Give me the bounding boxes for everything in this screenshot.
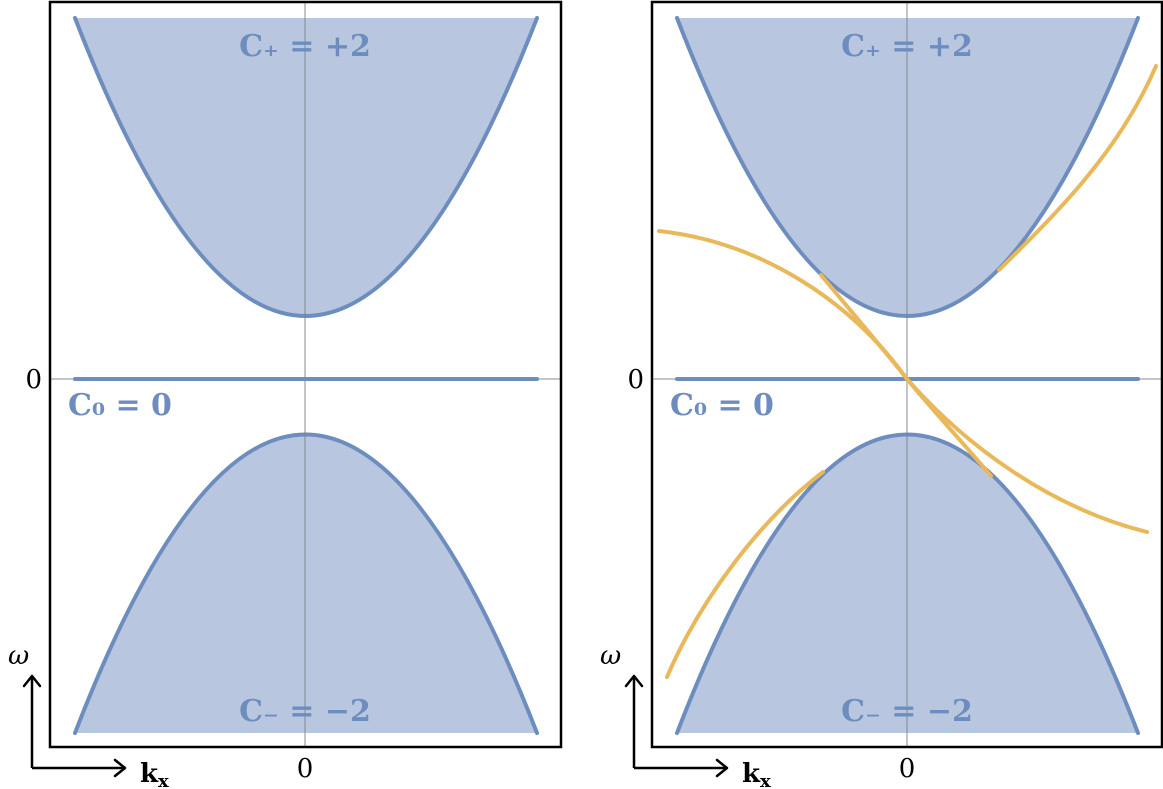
right-lower-band-label: C₋ = −2 — [841, 694, 973, 729]
left-y-tick-label: 0 — [25, 365, 42, 395]
right-panel: C₊ = +2 C₀ = 0 C₋ = −2 0 0 ω kx — [600, 0, 1163, 789]
left-upper-band-label: C₊ = +2 — [239, 29, 371, 64]
left-x-tick-label: 0 — [297, 754, 314, 784]
right-edge-state-upper-branch — [997, 64, 1158, 272]
right-edge-state-lower-branch — [665, 470, 825, 679]
right-axis-arrows — [624, 674, 729, 778]
left-flat-band-label: C₀ = 0 — [68, 388, 172, 423]
left-y-axis-label: ω — [8, 641, 29, 671]
left-x-axis-label: kx — [140, 759, 169, 789]
left-lower-band-label: C₋ = −2 — [239, 694, 371, 729]
right-flat-band-label: C₀ = 0 — [670, 388, 774, 423]
left-axis-arrows — [22, 674, 127, 778]
right-frame — [650, 0, 1163, 749]
left-frame — [48, 0, 563, 749]
right-upper-band-label: C₊ = +2 — [841, 29, 973, 64]
right-lower-band-edge — [675, 432, 1140, 735]
right-x-tick-label: 0 — [899, 754, 916, 784]
left-panel: C₊ = +2 C₀ = 0 C₋ = −2 0 0 ω kx — [8, 0, 563, 789]
left-lower-band-edge — [73, 432, 539, 735]
right-edge-state-steep — [819, 273, 993, 478]
right-x-axis-label: kx — [742, 759, 771, 789]
right-y-axis-label: ω — [600, 641, 621, 671]
right-y-tick-label: 0 — [627, 365, 644, 395]
right-upper-band-edge — [675, 16, 1140, 318]
left-upper-band-edge — [73, 16, 539, 318]
